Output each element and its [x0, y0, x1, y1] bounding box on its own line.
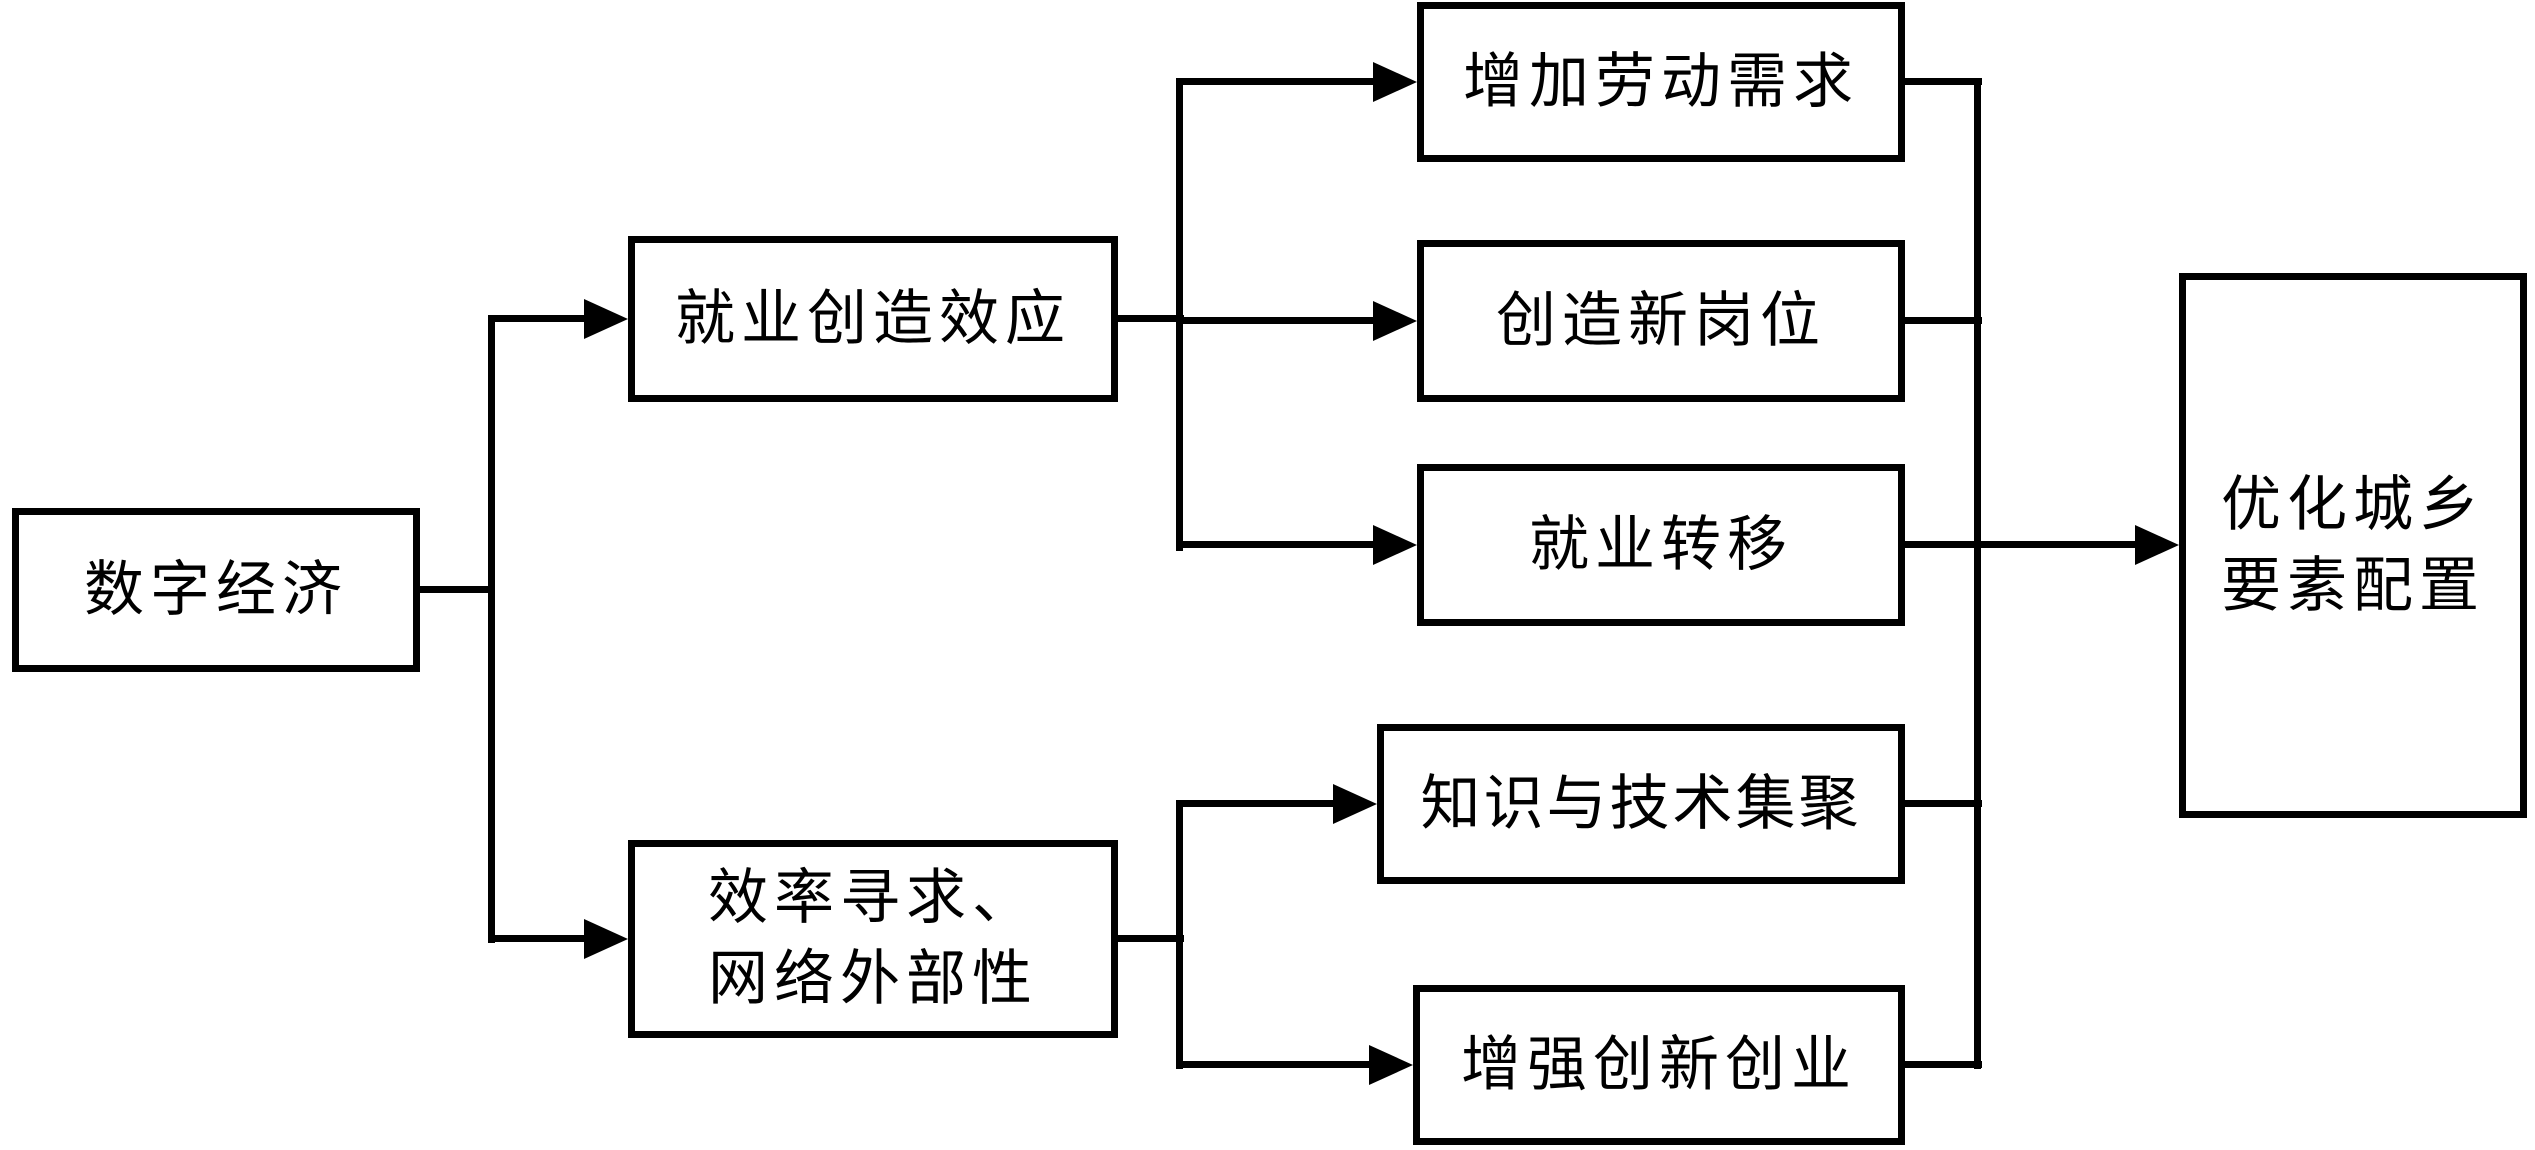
- connector-efficiency-out-line: [1118, 935, 1184, 942]
- node-enhance-innovation-entrepreneurship: 增强创新创业: [1413, 985, 1905, 1145]
- arrowhead-to-new-positions: [1373, 301, 1417, 341]
- connector-to-new-positions-line: [1176, 317, 1373, 324]
- node-optimize-urban-rural-allocation: 优化城乡 要素配置: [2179, 273, 2527, 818]
- arrowhead-to-optimize: [2135, 525, 2179, 565]
- node-digital-economy-label: 数字经济: [84, 554, 348, 625]
- node-employment-transfer: 就业转移: [1417, 464, 1905, 626]
- connector-branch-vertical-line: [488, 315, 495, 943]
- node-increase-labor-demand-label: 增加劳动需求: [1463, 46, 1859, 117]
- connector-distributor1-vertical-line: [1176, 78, 1183, 551]
- node-digital-economy: 数字经济: [12, 508, 420, 672]
- connector-to-innovation-line: [1176, 1061, 1369, 1068]
- connector-to-knowledge-line: [1176, 800, 1333, 807]
- node-employment-creation-label: 就业创造效应: [675, 283, 1071, 354]
- connector-collector-vertical-line: [1974, 78, 1981, 1069]
- connector-employment-creation-out-line: [1118, 315, 1184, 322]
- connector-to-optimize-line: [1974, 541, 2135, 548]
- node-enhance-innovation-label: 增强创新创业: [1461, 1029, 1857, 1100]
- node-create-new-positions-label: 创造新岗位: [1496, 285, 1826, 356]
- node-employment-transfer-label: 就业转移: [1529, 509, 1793, 580]
- node-knowledge-tech-label: 知识与技术集聚: [1420, 768, 1862, 839]
- node-optimize-line1: 优化城乡: [2221, 469, 2485, 540]
- connector-innovation-out-line: [1905, 1061, 1982, 1068]
- connector-to-labor-demand-line: [1176, 78, 1373, 85]
- connector-to-employment-transfer-line: [1176, 541, 1373, 548]
- arrowhead-to-efficiency: [584, 919, 628, 959]
- connector-to-employment-creation-line: [488, 315, 584, 322]
- arrowhead-to-employment-creation: [584, 299, 628, 339]
- connector-digital-out-line: [420, 586, 492, 593]
- connector-labor-demand-out-line: [1905, 78, 1982, 85]
- node-employment-creation-effect: 就业创造效应: [628, 236, 1118, 402]
- node-efficiency-network-externality: 效率寻求、 网络外部性: [628, 840, 1118, 1038]
- connector-employment-transfer-out-line: [1905, 541, 1982, 548]
- connector-distributor2-vertical-line: [1176, 800, 1183, 1069]
- arrowhead-to-knowledge: [1333, 784, 1377, 824]
- arrowhead-to-innovation: [1369, 1045, 1413, 1085]
- node-increase-labor-demand: 增加劳动需求: [1417, 2, 1905, 162]
- node-efficiency-line2: 网络外部性: [708, 944, 1038, 1014]
- node-knowledge-tech-agglomeration: 知识与技术集聚: [1377, 724, 1905, 884]
- arrowhead-to-labor-demand: [1373, 62, 1417, 102]
- node-optimize-line2: 要素配置: [2221, 550, 2485, 621]
- connector-new-positions-out-line: [1905, 317, 1982, 324]
- node-efficiency-line1: 效率寻求、: [708, 863, 1038, 933]
- connector-to-efficiency-line: [488, 935, 584, 942]
- node-create-new-positions: 创造新岗位: [1417, 240, 1905, 402]
- connector-knowledge-out-line: [1905, 800, 1982, 807]
- arrowhead-to-employment-transfer: [1373, 525, 1417, 565]
